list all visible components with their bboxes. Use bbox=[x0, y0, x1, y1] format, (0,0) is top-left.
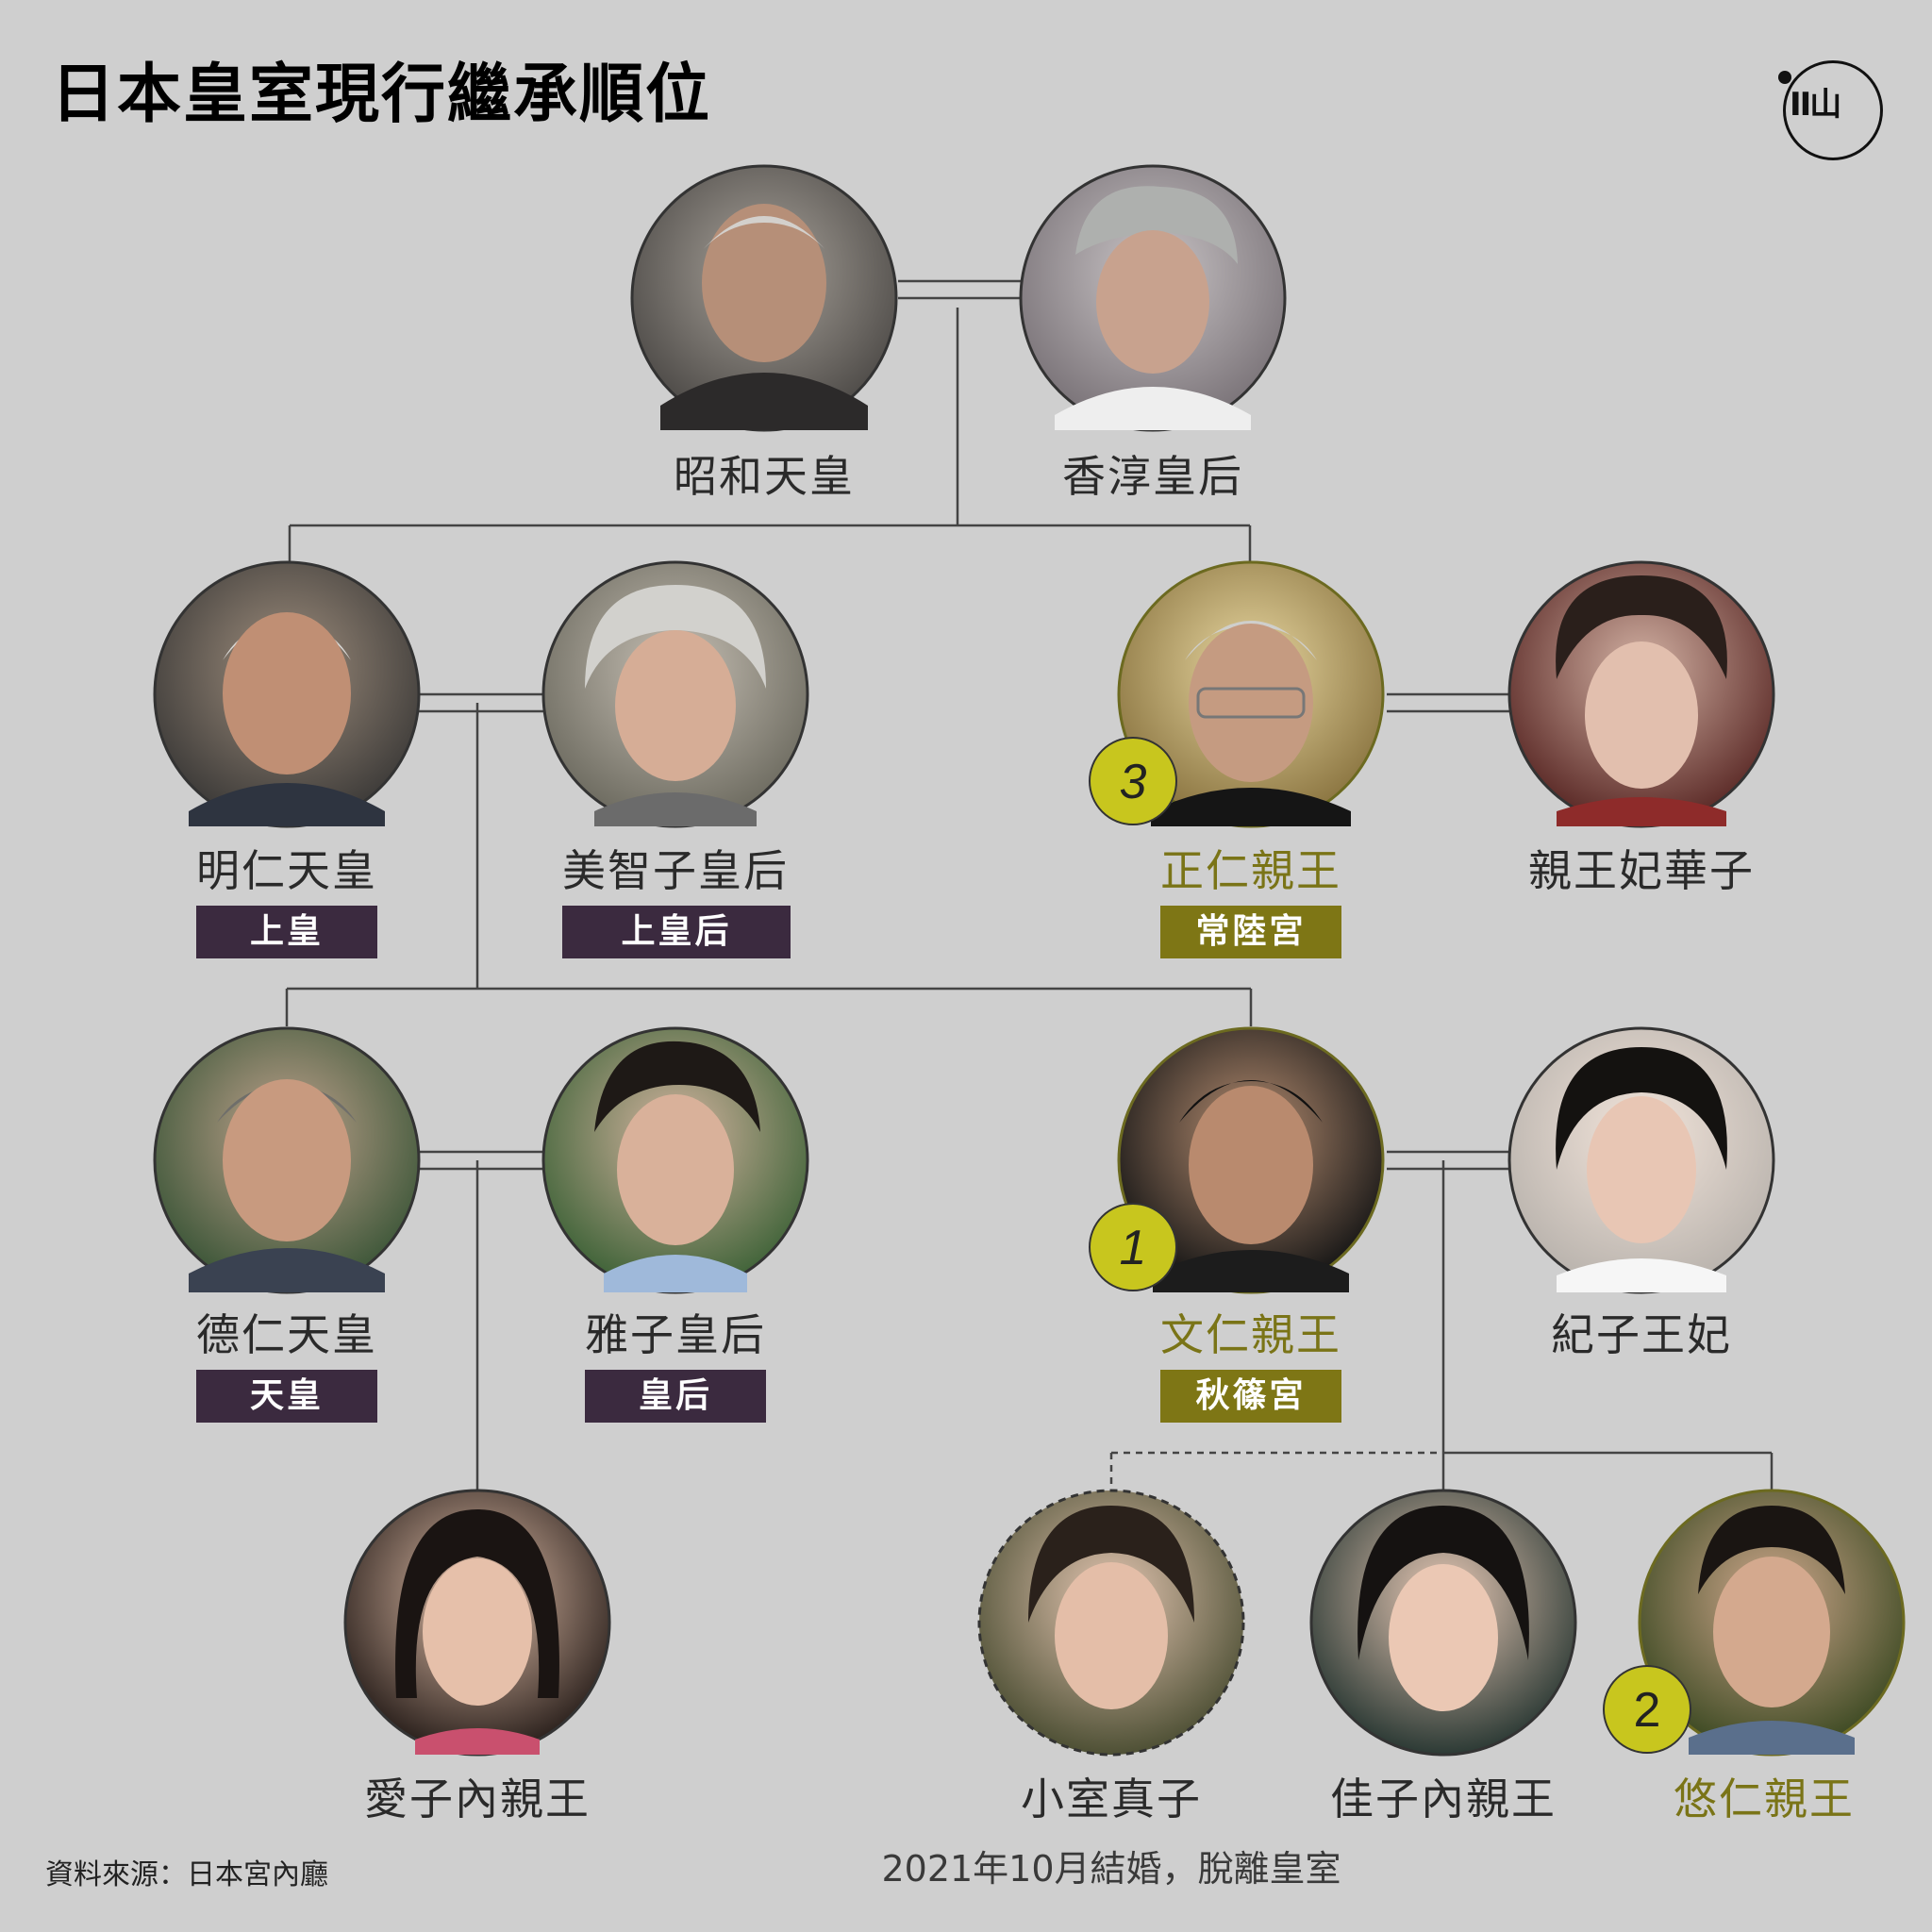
portrait-masako bbox=[541, 1026, 809, 1294]
source-note: 資料來源：日本宮內廳 bbox=[45, 1858, 328, 1891]
portrait-masahito bbox=[1117, 560, 1385, 828]
connector-lines bbox=[285, 279, 1774, 1492]
initium-logo-icon: II山 bbox=[1778, 60, 1883, 160]
portrait-michiko bbox=[541, 560, 809, 828]
name-kiko: 紀子王妃 bbox=[1551, 1309, 1732, 1360]
page-title: 日本皇室現行繼承順位 bbox=[51, 58, 712, 132]
name-michiko: 美智子皇后 bbox=[562, 845, 789, 896]
portrait-hanako bbox=[1507, 560, 1775, 828]
portrait-naruhito bbox=[153, 1026, 421, 1294]
portrait-kako bbox=[1309, 1489, 1577, 1757]
name-showa: 昭和天皇 bbox=[674, 451, 855, 502]
name-fumihito: 文仁親王 bbox=[1160, 1309, 1341, 1360]
name-kako: 佳子內親王 bbox=[1330, 1774, 1557, 1824]
mako-marriage-note: 2021年10月結婚，脫離皇室 bbox=[881, 1848, 1341, 1890]
logo-dot bbox=[1778, 71, 1791, 84]
title-badge-naruhito: 天皇 bbox=[196, 1370, 377, 1423]
portrait-akihito bbox=[153, 560, 421, 828]
name-mako: 小室真子 bbox=[1021, 1774, 1202, 1824]
rank-marker-hisahito: 2 bbox=[1603, 1665, 1691, 1754]
portrait-fumihito bbox=[1117, 1026, 1385, 1294]
name-hisahito: 悠仁親王 bbox=[1674, 1774, 1855, 1824]
title-badge-masako: 皇后 bbox=[585, 1370, 766, 1423]
name-masahito: 正仁親王 bbox=[1160, 845, 1341, 896]
portrait-kojun bbox=[1019, 164, 1287, 432]
name-masako: 雅子皇后 bbox=[585, 1309, 766, 1360]
logo-glyph: II山 bbox=[1790, 86, 1841, 124]
title-badge-masahito: 常陸宮 bbox=[1160, 906, 1341, 958]
name-hanako: 親王妃華子 bbox=[1528, 845, 1755, 896]
name-akihito: 明仁天皇 bbox=[196, 845, 377, 896]
portrait-kiko bbox=[1507, 1026, 1775, 1294]
name-naruhito: 德仁天皇 bbox=[196, 1309, 377, 1360]
name-kojun: 香淳皇后 bbox=[1062, 451, 1243, 502]
portrait-showa bbox=[630, 164, 898, 432]
portrait-aiko bbox=[343, 1489, 611, 1757]
portrait-hisahito bbox=[1638, 1489, 1906, 1757]
title-badge-akihito: 上皇 bbox=[196, 906, 377, 958]
portrait-mako bbox=[977, 1489, 1245, 1757]
title-badge-michiko: 上皇后 bbox=[562, 906, 791, 958]
rank-marker-fumihito: 1 bbox=[1089, 1203, 1177, 1291]
rank-number: 2 bbox=[1634, 1683, 1661, 1738]
rank-number: 3 bbox=[1120, 755, 1147, 809]
mako-dashed-connector bbox=[1109, 1451, 1443, 1492]
name-aiko: 愛子內親王 bbox=[364, 1774, 591, 1824]
rank-marker-masahito: 3 bbox=[1089, 737, 1177, 825]
rank-number: 1 bbox=[1120, 1221, 1147, 1275]
title-badge-fumihito: 秋篠宮 bbox=[1160, 1370, 1341, 1423]
